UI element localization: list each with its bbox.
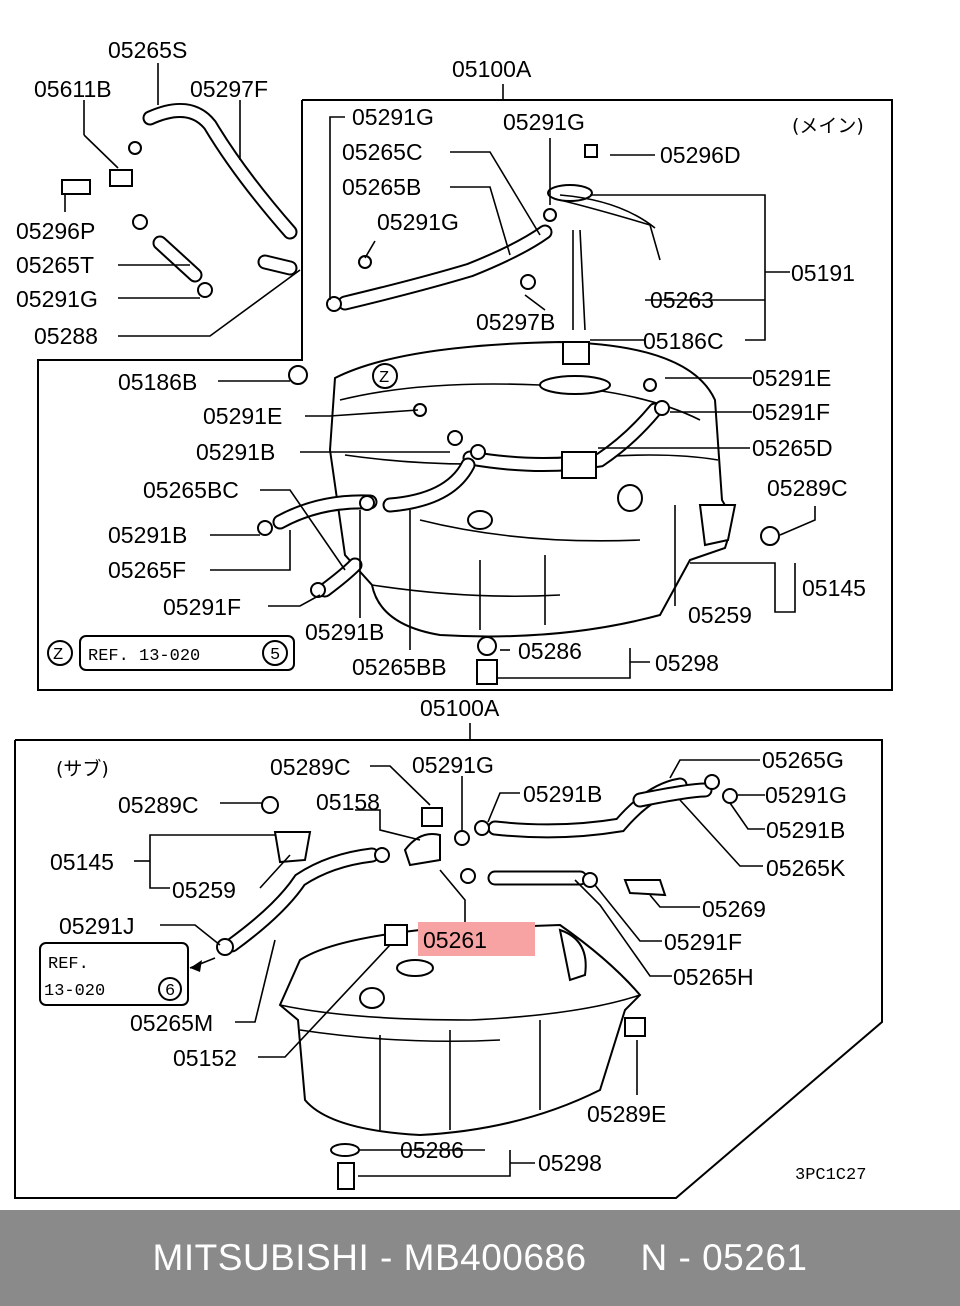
- label-05265BC: 05265BC: [143, 477, 239, 503]
- label-05291F: 05291F: [752, 399, 830, 425]
- sub-leaders: [134, 759, 765, 1177]
- main-ref-text: REF. 13-020: [88, 647, 200, 666]
- sub-fittings: [216, 774, 738, 1190]
- label-05291G: 05291G: [377, 209, 459, 235]
- sub-title: 05100A: [420, 695, 500, 721]
- label-05288: 05288: [34, 323, 98, 349]
- main-clamps: Z: [61, 141, 780, 685]
- label-05158: 05158: [316, 789, 380, 815]
- label-05265G: 05265G: [762, 747, 844, 773]
- label-05297B: 05297B: [476, 309, 555, 335]
- label-05191: 05191: [791, 260, 855, 286]
- label-05265C: 05265C: [342, 139, 423, 165]
- label-05145: 05145: [802, 575, 866, 601]
- label-05186B: 05186B: [118, 369, 197, 395]
- label-05611B: 05611B: [34, 76, 112, 102]
- label-05265F: 05265F: [108, 557, 186, 583]
- label-05286: 05286: [518, 638, 582, 664]
- sub-labels: 05289C 05291G 05265G 05289C 05158 05291B…: [50, 747, 847, 1176]
- label-05265BB: 05265BB: [352, 654, 447, 680]
- label-05263: 05263: [650, 287, 714, 313]
- label-05291F: 05291F: [664, 929, 742, 955]
- main-leaders: [64, 63, 816, 679]
- label-05298: 05298: [538, 1150, 602, 1176]
- label-05291G: 05291G: [412, 752, 494, 778]
- label-05269: 05269: [702, 896, 766, 922]
- label-05289E: 05289E: [587, 1101, 666, 1127]
- label-05265D: 05265D: [752, 435, 833, 461]
- label-05265T: 05265T: [16, 252, 94, 278]
- sub-fuel-tank: [278, 923, 642, 1137]
- label-05289C: 05289C: [270, 754, 351, 780]
- sub-hoses: [224, 777, 713, 953]
- label-05259: 05259: [688, 602, 752, 628]
- label-05291G: 05291G: [765, 782, 847, 808]
- label-05186C: 05186C: [643, 328, 724, 354]
- label-05259: 05259: [172, 877, 236, 903]
- label-05291G: 05291G: [503, 109, 585, 135]
- main-tag: (メイン): [792, 115, 864, 137]
- label-05297F: 05297F: [190, 76, 268, 102]
- label-05291G: 05291G: [16, 286, 98, 312]
- sub-section: 05100A (サブ): [14, 695, 883, 1199]
- label-05265B: 05265B: [342, 174, 421, 200]
- svg-text:5: 5: [270, 646, 280, 665]
- label-05265M: 05265M: [130, 1010, 213, 1036]
- svg-text:Z: Z: [53, 646, 63, 665]
- main-section: 05100A (メイン): [16, 37, 893, 691]
- label-05265H: 05265H: [673, 964, 754, 990]
- label-05291E: 05291E: [203, 403, 282, 429]
- sub-ref-line1: REF.: [48, 955, 89, 974]
- label-05291F: 05291F: [163, 594, 241, 620]
- svg-text:6: 6: [165, 982, 175, 1001]
- main-labels: 05265S 05611B 05297F 05296P 05265T 05291…: [16, 37, 866, 680]
- sub-tag: (サブ): [56, 757, 109, 780]
- highlight-box: [418, 922, 535, 956]
- label-05261-highlighted: 05261: [423, 927, 487, 953]
- label-05291E: 05291E: [752, 365, 831, 391]
- label-05289C: 05289C: [767, 475, 848, 501]
- label-05289C: 05289C: [118, 792, 199, 818]
- label-05296D: 05296D: [660, 142, 741, 168]
- label-05298: 05298: [655, 650, 719, 676]
- footer-part-info: MITSUBISHI - MB400686 N - 05261: [152, 1237, 808, 1278]
- diagram-code: 3PC1C27: [795, 1166, 866, 1185]
- label-05152: 05152: [173, 1045, 237, 1071]
- label-05291B: 05291B: [196, 439, 275, 465]
- main-ref: Z REF. 13-020 5: [47, 635, 295, 671]
- label-05265K: 05265K: [766, 855, 846, 881]
- sub-ref: REF. 13-020 6: [39, 942, 216, 1006]
- label-05291B: 05291B: [766, 817, 845, 843]
- svg-text:Z: Z: [379, 369, 389, 388]
- label-05296P: 05296P: [16, 218, 95, 244]
- parts-diagram: 05100A (メイン): [14, 37, 893, 1199]
- footer-bar: MITSUBISHI - MB400686 N - 05261: [0, 1210, 960, 1306]
- main-title: 05100A: [452, 56, 532, 82]
- main-sender-unit: [547, 144, 661, 331]
- label-05291B: 05291B: [523, 781, 602, 807]
- label-05145: 05145: [50, 849, 114, 875]
- label-05265S: 05265S: [108, 37, 187, 63]
- label-05291G: 05291G: [352, 104, 434, 130]
- sub-ref-line2: 13-020: [44, 982, 105, 1001]
- label-05291B: 05291B: [305, 619, 384, 645]
- label-05286: 05286: [400, 1137, 464, 1163]
- label-05291J: 05291J: [59, 913, 134, 939]
- label-05291B: 05291B: [108, 522, 187, 548]
